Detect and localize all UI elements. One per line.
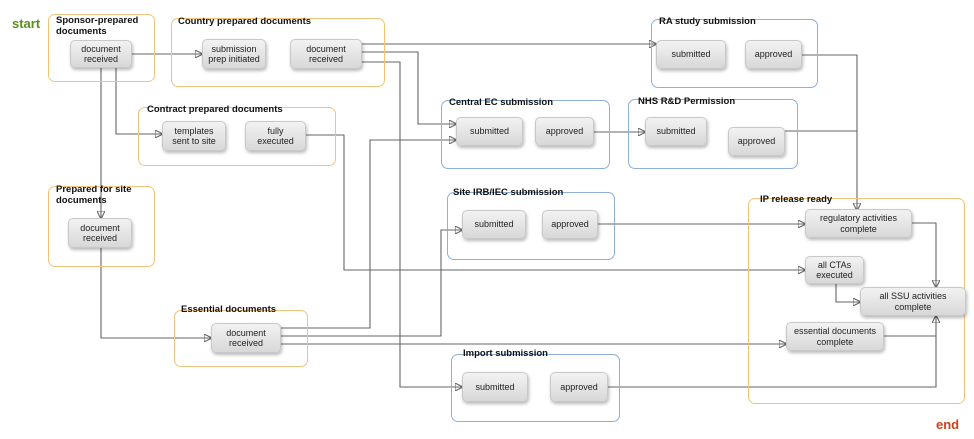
group-title-ip-release: IP release ready	[760, 194, 833, 205]
group-contract-prepared	[138, 107, 336, 166]
group-prepared-site	[48, 186, 155, 267]
node-ra-submitted[interactable]: submitted	[656, 40, 726, 69]
node-irb-submitted[interactable]: submitted	[462, 210, 526, 239]
edge-ra-to-regulatory	[796, 54, 857, 210]
node-nhs-approved[interactable]: approved	[728, 127, 785, 156]
group-essential-documents	[174, 310, 308, 367]
edge-regulatory-to-ssu	[912, 222, 936, 287]
start-label: start	[12, 16, 41, 31]
end-label: end	[936, 417, 960, 432]
group-import	[451, 354, 620, 422]
node-nhs-submitted[interactable]: submitted	[645, 117, 707, 146]
node-templates-sent-to-site[interactable]: templates sent to site	[162, 121, 226, 151]
node-country-document-received[interactable]: document received	[290, 39, 362, 69]
group-title-nhs: NHS R&D Permission	[638, 96, 736, 107]
node-sponsor-document-received[interactable]: document received	[70, 40, 132, 68]
group-title-contract: Contract prepared documents	[147, 104, 283, 115]
node-fully-executed[interactable]: fully executed	[245, 121, 306, 151]
node-import-approved[interactable]: approved	[550, 372, 608, 402]
edge-country-to-import	[362, 61, 462, 387]
group-title-country: Country prepared documents	[178, 16, 312, 27]
group-title-essential: Essential documents	[181, 304, 277, 315]
node-ec-submitted[interactable]: submitted	[456, 117, 523, 146]
group-title-import: Import submission	[463, 348, 548, 359]
group-site-irb	[447, 192, 615, 260]
node-ec-approved[interactable]: approved	[535, 117, 594, 146]
group-title-sponsor: Sponsor-prepared documents	[56, 15, 139, 37]
node-irb-approved[interactable]: approved	[542, 210, 598, 239]
group-nhs	[628, 99, 798, 169]
node-import-submitted[interactable]: submitted	[462, 372, 528, 402]
group-central-ec	[441, 100, 610, 169]
node-all-ctas-executed[interactable]: all CTAs executed	[805, 256, 864, 284]
node-site-document-received[interactable]: document received	[68, 218, 132, 248]
node-submission-prep-initiated[interactable]: submission prep initiated	[202, 39, 266, 69]
node-ra-approved[interactable]: approved	[745, 40, 802, 69]
group-title-site-irb: Site IRB/IEC submission	[453, 187, 564, 198]
node-all-ssu-activities-complete[interactable]: all SSU activities complete	[860, 287, 966, 316]
group-sponsor-prepared	[48, 14, 155, 82]
edge-sponsor-to-templates	[115, 68, 162, 134]
edge-ctas-to-ssu	[835, 284, 860, 302]
group-ra-study	[651, 19, 818, 88]
edge-import-to-ssu	[608, 316, 936, 388]
group-title-prepared-site: Prepared for site documents	[56, 184, 132, 206]
node-essential-documents-complete[interactable]: essential documents complete	[786, 322, 884, 351]
group-title-central-ec: Central EC submission	[449, 97, 553, 108]
edge-essential-to-ec	[281, 140, 456, 329]
edge-essential-to-irb	[281, 230, 462, 337]
node-regulatory-activities-complete[interactable]: regulatory activities complete	[805, 209, 912, 238]
node-essential-document-received[interactable]: document received	[211, 323, 281, 353]
group-title-ra: RA study submission	[659, 16, 756, 27]
group-country-prepared	[171, 18, 385, 87]
edge-executed-to-ctas	[306, 134, 805, 270]
edge-country-to-ec	[362, 51, 456, 124]
